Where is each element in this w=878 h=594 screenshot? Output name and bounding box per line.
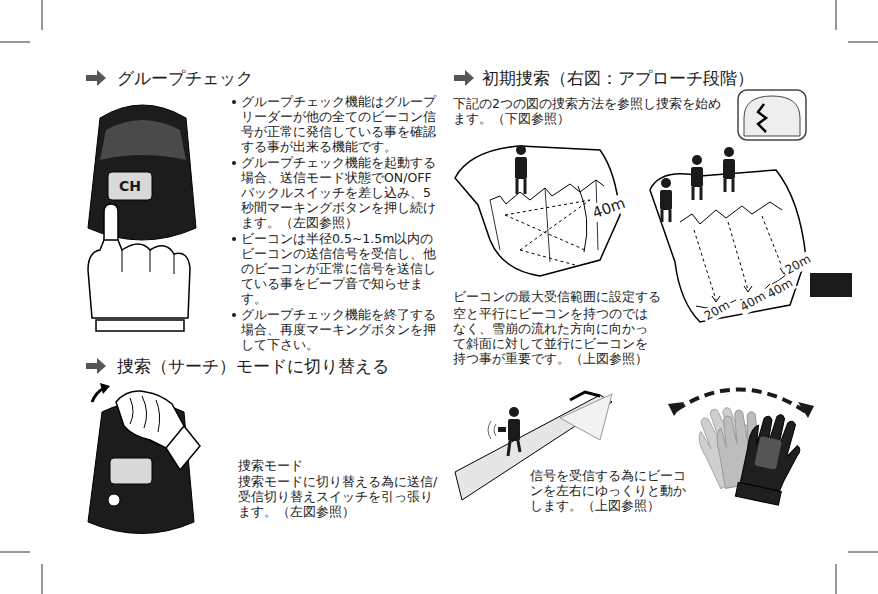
bullet-text: グループチェック機能を終了する場合、再度マーキングボタンを押して下さい。 [230,307,442,352]
bullet-dot [232,100,236,104]
bullet-text: グループチェック機能はグループリーダーが他の全てのビーコン信号が正常に発信してい… [230,94,442,154]
body-text: 捜索モードに切り替える為に送信/受信切り替えスイッチを引っ張ります。（左図参照） [238,474,442,519]
beacon-search-mode [88,383,200,534]
display-text: CH [108,172,152,200]
section-heading: グループチェック [117,68,253,89]
section-heading: 初期捜索（右図：アプローチ段階） [482,68,754,89]
beacon-swing [668,389,814,507]
bullet-dot [232,161,236,165]
heading-arrows [86,70,474,374]
body-text: 捜索モード [238,458,303,473]
bullet-dot [232,313,236,317]
approach-icon [738,90,806,140]
body-text: ビーコンの最大受信範囲に設定する [453,289,661,304]
bullet-text: グループチェック機能を起動する場合、送信モード状態でON/OFFバックルスイッチ… [230,155,442,230]
section-heading: 捜索（サーチ）モードに切り替える [117,356,389,377]
body-text: 空と平行にビーコンを持つのではなく、雪崩の流れた方向に向かって斜面に対して並行に… [453,306,649,366]
body-text: 信号を受信する為にビーコンを左右にゆっくりと動かします。（上図参照） [530,468,696,513]
body-text: 下記の2つの図の捜索方法を参照し捜索を始めます。（下図参照） [453,96,723,126]
bullet-text: ビーコンは半径0.5~1.5m以内のビーコンの送信信号を受信し、他のビーコンが正… [230,231,442,306]
bullet-dot [232,237,236,241]
chapter-tab [810,273,852,297]
slope-multiple-searchers [650,147,806,322]
beacon-group-check [88,105,196,331]
